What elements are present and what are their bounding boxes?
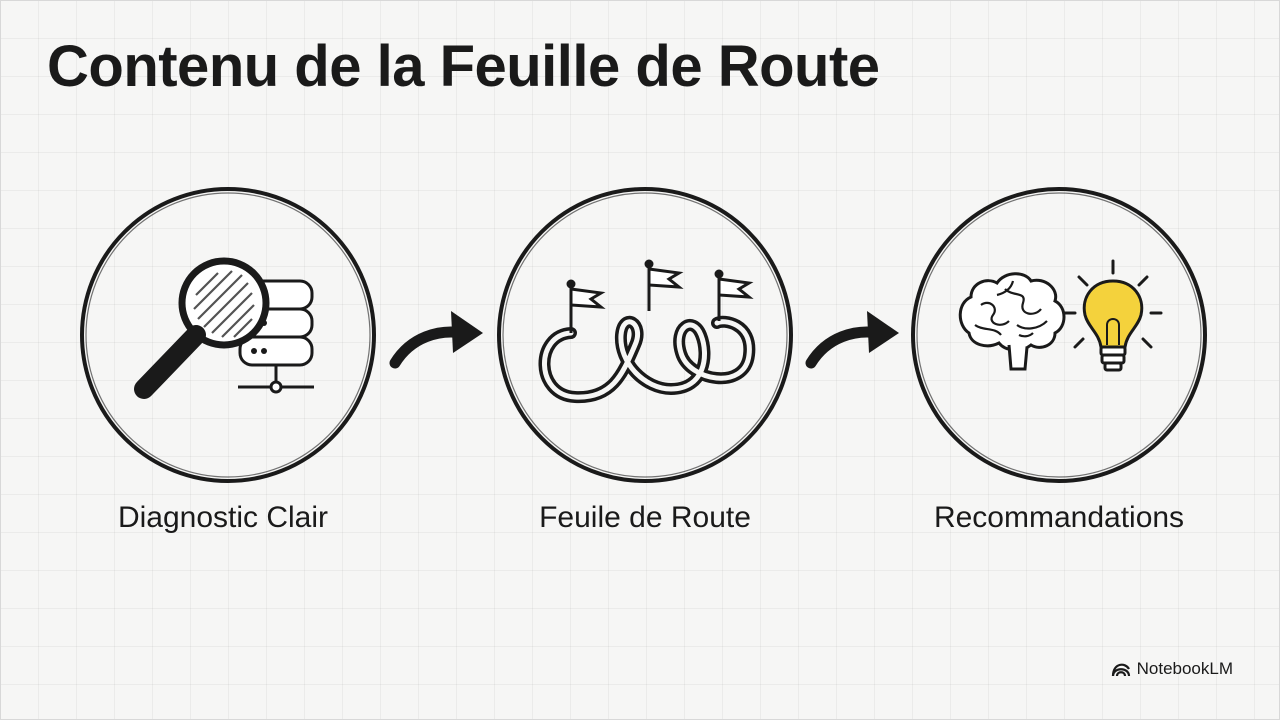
step-label-roadmap: Feuile de Route [539, 501, 751, 534]
page-title: Contenu de la Feuille de Route [47, 34, 880, 99]
arrow-right-icon [389, 311, 483, 369]
step-circle [80, 187, 376, 483]
step-circle [497, 187, 793, 483]
step-label-diagnostic: Diagnostic Clair [117, 501, 329, 534]
arrow-right-icon [805, 311, 899, 369]
step-roadmap [495, 185, 795, 485]
magnifier-database-icon [134, 257, 314, 399]
brain-lightbulb-icon [958, 259, 1163, 372]
roadmap-flags-icon [538, 259, 756, 404]
step-diagnostic [78, 185, 378, 485]
step-recommendations [909, 185, 1209, 485]
notebooklm-logo-icon [1111, 663, 1130, 677]
brand-watermark: NotebookLM [1111, 659, 1233, 679]
step-label-recommendations: Recommandations [933, 501, 1185, 534]
step-circle [911, 187, 1207, 483]
brand-name: NotebookLM [1136, 659, 1233, 678]
